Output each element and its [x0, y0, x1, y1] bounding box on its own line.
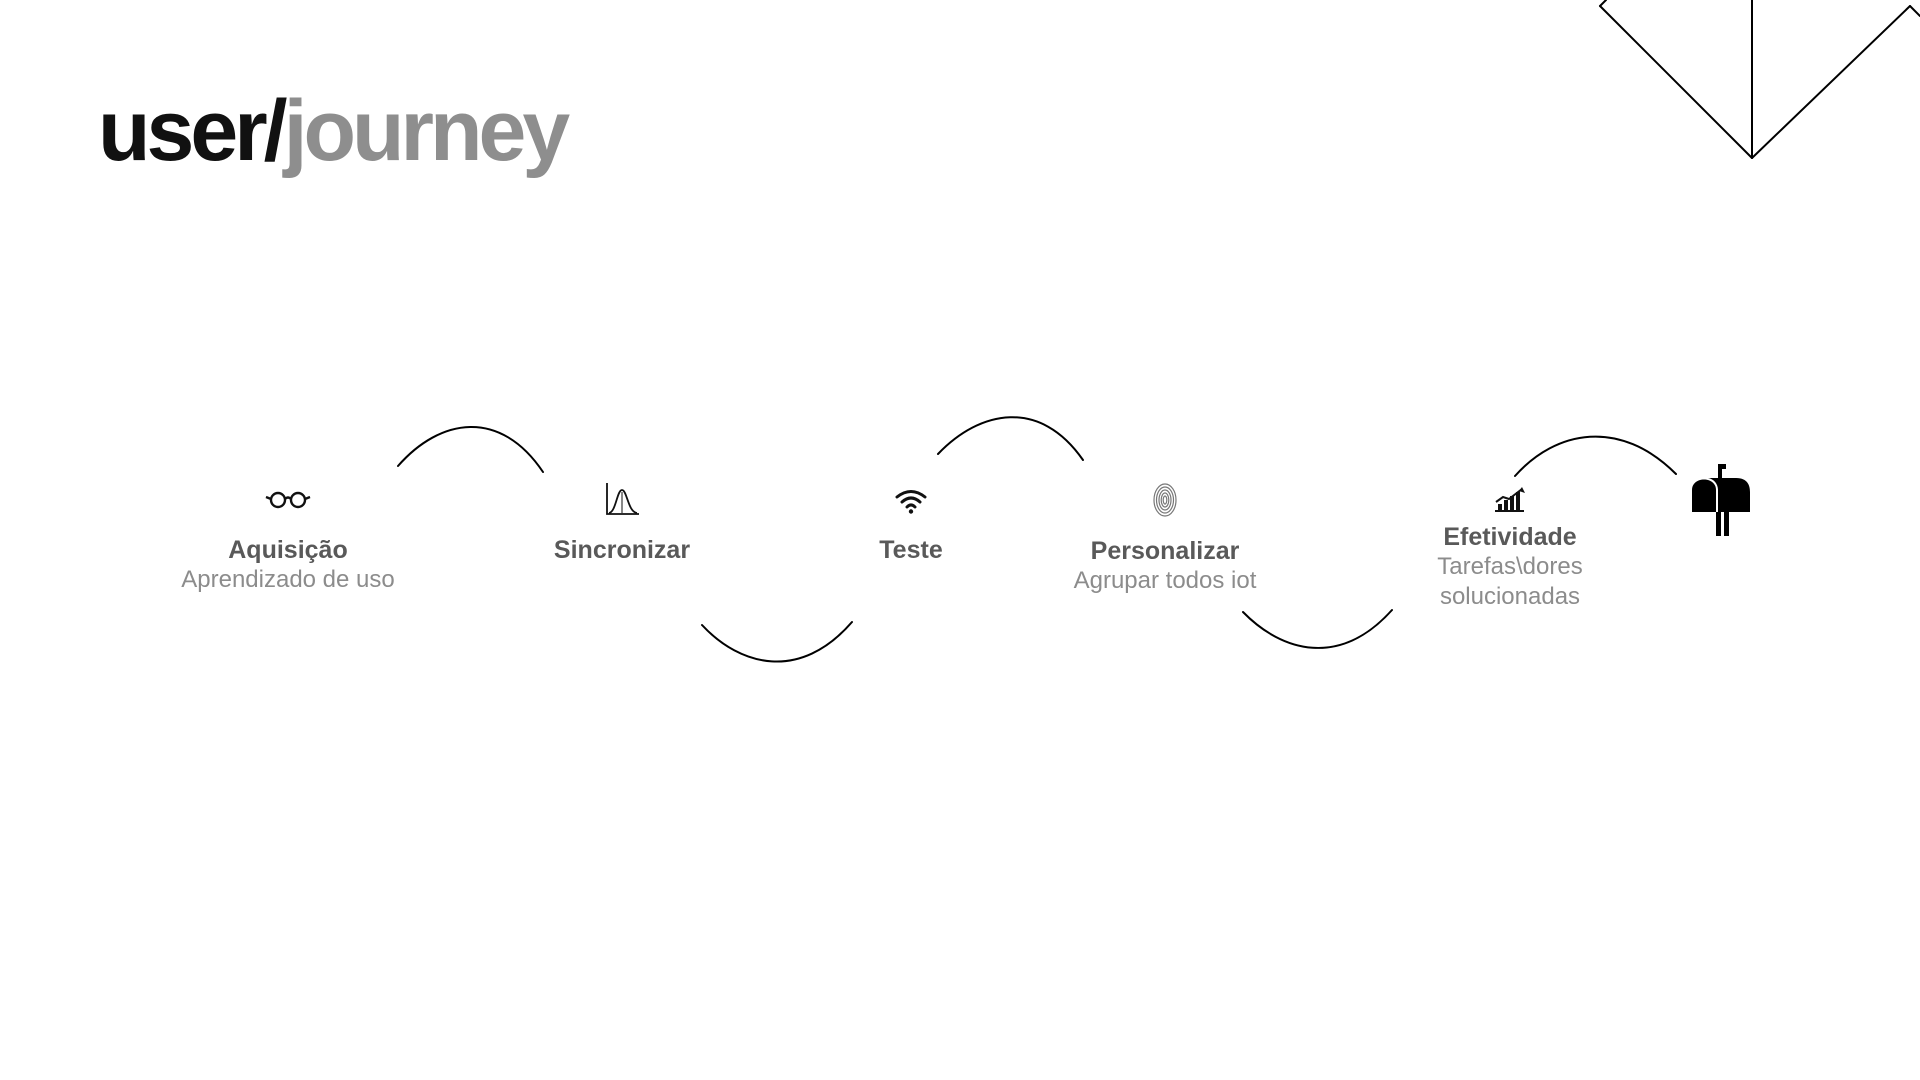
journey-step-efetividade: Efetividade Tarefas\dores solucionadas	[1360, 480, 1660, 620]
glasses-icon	[265, 491, 311, 509]
connector-arc-2	[701, 621, 853, 663]
step-label: Teste	[879, 536, 943, 564]
journey-step-personalizar: Personalizar Agrupar todos iot	[1015, 480, 1315, 600]
connector-arc-3	[937, 416, 1084, 461]
step-label: Sincronizar	[553, 536, 691, 564]
step-subtitle: Aprendizado de uso	[181, 566, 395, 593]
step-subtitle: Tarefas\dores solucionadas	[1437, 553, 1583, 610]
distribution-chart-icon	[606, 483, 639, 515]
title-suffix: journey	[283, 83, 571, 179]
connector-arc-1	[397, 426, 544, 473]
mailbox-icon	[1692, 464, 1750, 536]
wifi-icon	[895, 490, 927, 514]
step-subtitle: Agrupar todos iot	[1073, 567, 1257, 594]
step-label: Personalizar	[1090, 537, 1240, 565]
journey-step-teste: Teste	[761, 480, 1061, 570]
title-prefix: user/	[98, 83, 288, 179]
page-title: user/journey	[98, 88, 570, 174]
connector-arc-5	[1514, 435, 1677, 477]
journey-step-aquisicao: Aquisição Aprendizado de uso	[138, 480, 438, 600]
step-label: Aquisição	[228, 536, 348, 564]
journey-step-sincronizar: Sincronizar	[472, 480, 772, 570]
corner-diamond-decoration	[1599, 0, 1920, 159]
growth-chart-icon	[1495, 487, 1525, 512]
step-label: Efetividade	[1443, 523, 1577, 551]
fingerprint-icon	[1153, 483, 1177, 517]
